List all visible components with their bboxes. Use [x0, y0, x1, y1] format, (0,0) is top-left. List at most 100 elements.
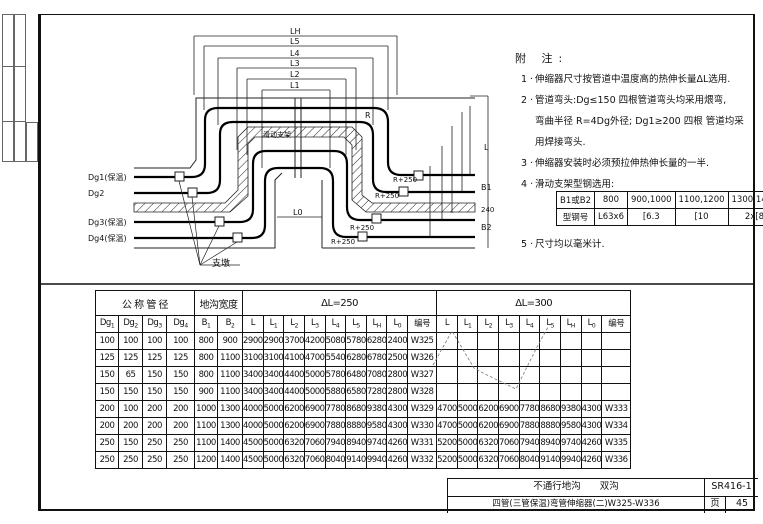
drawing-number: SR416-1 — [705, 479, 758, 497]
header-subscript: 2 — [134, 322, 138, 330]
table-cell: 200 — [142, 400, 167, 418]
header-subscript: 3 — [509, 322, 513, 330]
table-cell: 100 — [142, 332, 167, 350]
dim-label-lh: LH — [290, 27, 300, 36]
table-cell: 100 — [166, 332, 195, 350]
column-header: Dg3 — [142, 315, 167, 333]
table-cell: 4260 — [386, 434, 409, 452]
table-cell: W326 — [407, 349, 438, 367]
table-cell: 100 — [118, 332, 143, 350]
table-cell: 3400 — [262, 366, 285, 384]
column-header: L3 — [303, 315, 326, 333]
table-cell: 250 — [95, 434, 119, 452]
column-header: L — [436, 315, 458, 333]
title-line-1: 不通行地沟 双沟 — [448, 479, 705, 497]
column-header: Dg1 — [95, 315, 119, 333]
table-cell: 1200 — [194, 451, 218, 469]
column-header: LH — [559, 315, 582, 333]
revision-strip — [2, 14, 38, 162]
table-cell: 2800 — [386, 383, 409, 401]
table-cell: 3100 — [262, 349, 285, 367]
table-cell: 9380 — [365, 400, 388, 418]
table-cell: 5000 — [262, 400, 285, 418]
table-cell: 7280 — [365, 383, 388, 401]
dim-label-l4: L4 — [290, 49, 300, 58]
table-cell — [436, 383, 458, 401]
column-header: L5 — [345, 315, 367, 333]
pipe-label-dg4: Dg4(保温) — [88, 233, 127, 243]
table-cell — [518, 366, 541, 384]
table-cell — [456, 383, 479, 401]
title-block: 不通行地沟 双沟 四管(三管保温)弯管伸缩器(二)W325-W336 SR416… — [447, 478, 758, 513]
table-cell: 8880 — [539, 417, 561, 435]
cell: 900,1000 — [626, 191, 676, 209]
table-cell: W328 — [407, 383, 438, 401]
note-2-cont: 用焊接弯头. — [535, 137, 586, 148]
table-cell — [559, 332, 582, 350]
column-header: B1 — [194, 315, 218, 333]
table-cell: W336 — [601, 451, 632, 469]
table-cell: 150 — [118, 383, 143, 401]
hatched-wall — [133, 126, 476, 213]
table-cell: 4200 — [303, 332, 326, 350]
header-base: L — [393, 318, 399, 329]
table-cell: 900 — [194, 383, 218, 401]
pipe-label-dg3: Dg3(保温) — [88, 217, 127, 227]
header-base: L — [525, 318, 531, 329]
table-cell: 6320 — [283, 434, 305, 452]
table-cell: 800 — [194, 366, 218, 384]
table-cell: 6200 — [283, 400, 305, 418]
radius-plus-label: R+250 — [393, 176, 417, 184]
column-header: L2 — [477, 315, 500, 333]
table-cell: 4500 — [242, 451, 264, 469]
header-subscript: H — [570, 322, 576, 330]
table-cell: W325 — [407, 332, 438, 350]
table-cell: W329 — [407, 400, 438, 418]
dim-label-l5: L5 — [290, 37, 300, 46]
table-cell: 4260 — [386, 451, 409, 469]
table-cell: 9140 — [345, 451, 367, 469]
table-cell: 7880 — [518, 417, 541, 435]
dim-label-l2: L2 — [290, 70, 300, 79]
table-cell — [601, 366, 632, 384]
table-cell: 6320 — [477, 434, 500, 452]
table-cell: 4000 — [242, 417, 264, 435]
group-dl300: ΔL=300 — [436, 290, 632, 316]
table-cell: 4000 — [242, 400, 264, 418]
header-base: L — [546, 318, 551, 329]
table-cell: 200 — [142, 417, 167, 435]
pipe-dg2 — [134, 120, 475, 195]
header-subscript: 0 — [591, 322, 596, 330]
table-cell: 1300 — [217, 400, 243, 418]
table-cell: W330 — [407, 417, 438, 435]
header-base: 编号 — [414, 319, 431, 330]
table-cell: 1400 — [217, 434, 243, 452]
table-cell: 3700 — [283, 332, 305, 350]
header-subscript: 2 — [231, 322, 235, 330]
table-cell: W335 — [601, 434, 632, 452]
table-cell: 125 — [142, 349, 167, 367]
table-cell: 250 — [118, 451, 143, 469]
note-2: 2 ·管道弯头:Dg≤150 四根管道弯头均采用煨弯, — [521, 95, 727, 106]
note-5: 5 ·尺寸均以毫米计. — [521, 239, 605, 250]
table-cell — [559, 349, 582, 367]
table-cell: 150 — [142, 383, 167, 401]
table-cell: 6900 — [303, 400, 326, 418]
table-cell: 7060 — [303, 451, 326, 469]
dim-label-l3: L3 — [290, 59, 300, 68]
table-cell: 4300 — [386, 400, 409, 418]
table-cell: W332 — [407, 451, 438, 469]
table-cell: 200 — [166, 400, 195, 418]
table-cell: 6580 — [345, 383, 367, 401]
table-cell: 5080 — [324, 332, 347, 350]
header-subscript: 1 — [468, 322, 472, 330]
header-base: L — [250, 318, 256, 329]
table-cell: 4700 — [303, 349, 326, 367]
page-number: 45 — [735, 498, 749, 509]
table-cell: 8040 — [518, 451, 541, 469]
drawing-frame — [38, 14, 755, 511]
table-cell: 100 — [95, 332, 119, 350]
column-header: L3 — [498, 315, 520, 333]
table-cell: 125 — [118, 349, 143, 367]
